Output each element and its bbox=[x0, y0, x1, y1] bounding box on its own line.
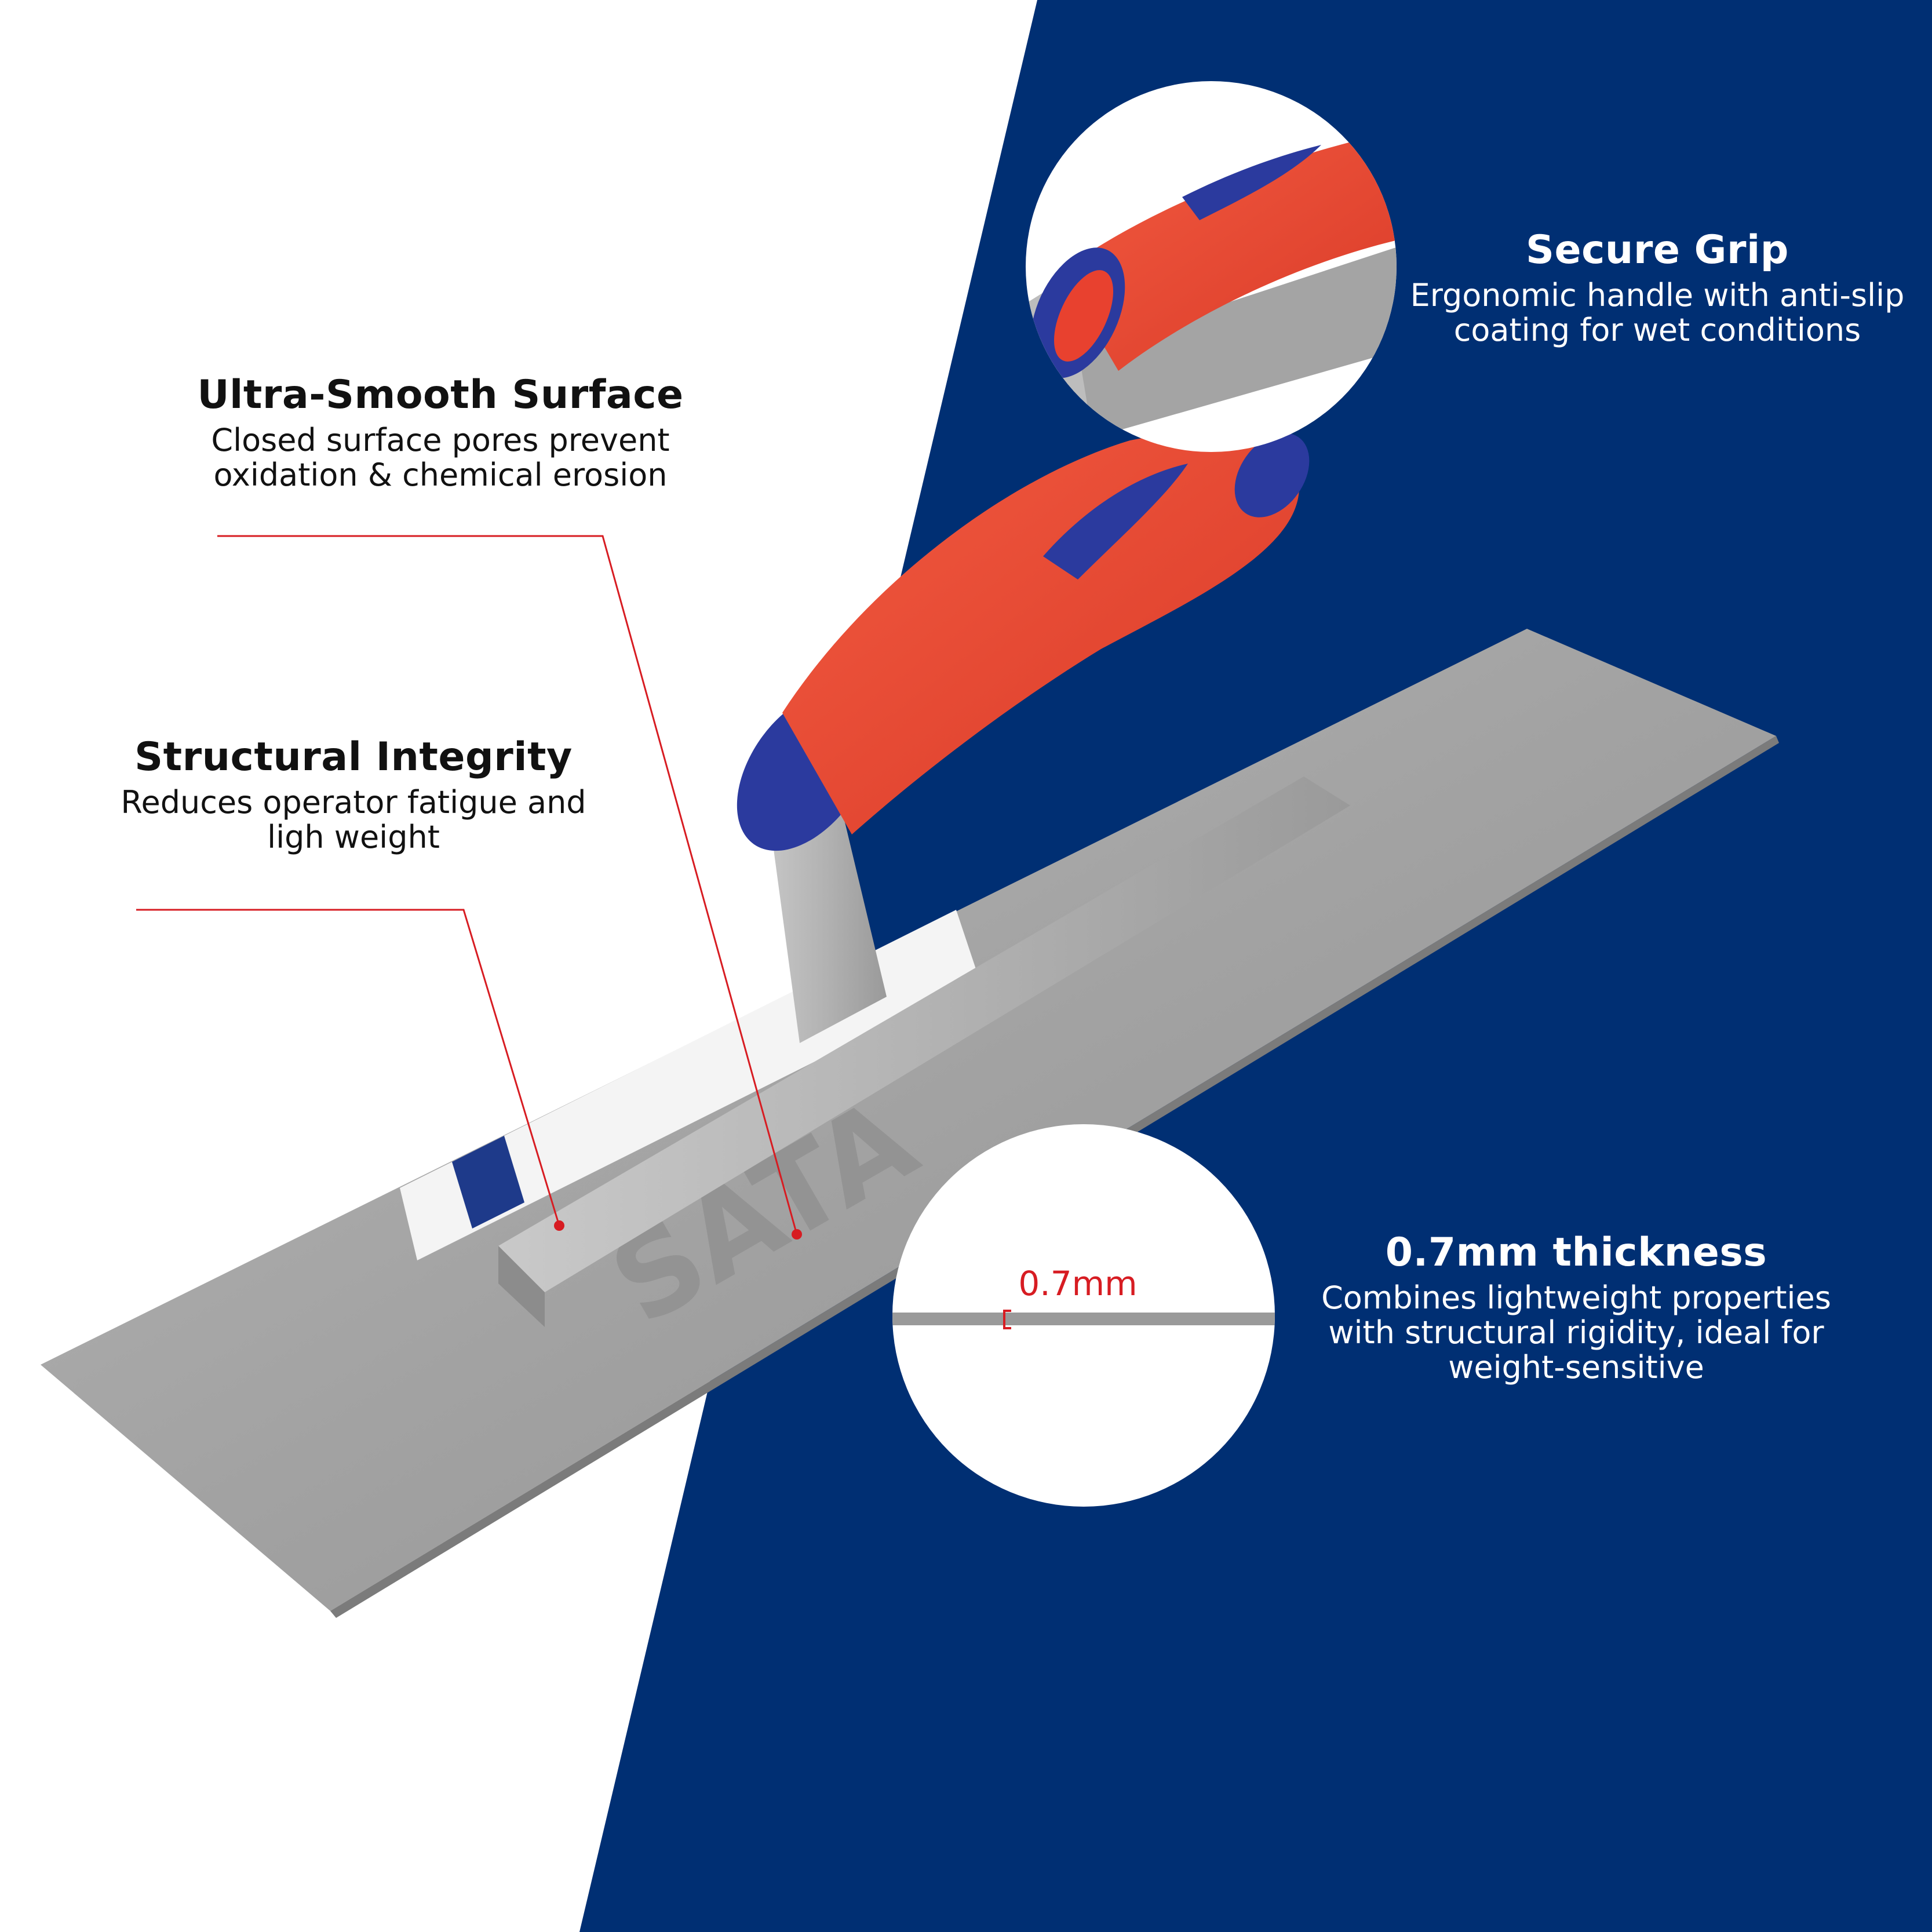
feature-thickness: 0.7mm thickness Combines lightweight pro… bbox=[1304, 1229, 1849, 1385]
label-brand-band bbox=[452, 1136, 524, 1229]
callout-dot-smooth bbox=[792, 1229, 802, 1240]
feature-title: Structural Integrity bbox=[134, 734, 573, 780]
grip-zoom-circle bbox=[1026, 81, 1397, 452]
feature-title: 0.7mm thickness bbox=[1385, 1230, 1767, 1275]
feature-description: Combines lightweight properties with str… bbox=[1321, 1280, 1831, 1386]
feature-description: Ergonomic handle with anti-slip coating … bbox=[1410, 277, 1905, 348]
feature-title: Secure Grip bbox=[1526, 227, 1789, 273]
callout-dot-structural bbox=[554, 1220, 564, 1231]
trowel-blade bbox=[41, 629, 1776, 1611]
feature-structural-integrity: Structural Integrity Reduces operator fa… bbox=[87, 733, 620, 855]
aluminium-rail bbox=[498, 777, 1350, 1292]
feature-smooth-surface: Ultra-Smooth Surface Closed surface pore… bbox=[174, 371, 707, 493]
thickness-bracket-icon bbox=[1003, 1310, 1011, 1329]
callout-line-smooth bbox=[217, 535, 798, 1235]
callout-line-structural bbox=[136, 909, 560, 1226]
feature-title: Ultra-Smooth Surface bbox=[197, 372, 684, 418]
thickness-zoom-circle bbox=[892, 1124, 1275, 1507]
blade-cross-section bbox=[892, 1313, 1275, 1325]
feature-description: Reduces operator fatigue and ligh weight bbox=[121, 784, 586, 855]
trowel-handle bbox=[737, 431, 1310, 851]
feature-description: Closed surface pores prevent oxidation &… bbox=[211, 422, 670, 493]
thickness-measure-label: 0.7mm bbox=[1018, 1264, 1138, 1303]
aluminium-rail-side bbox=[498, 1246, 545, 1327]
feature-secure-grip: Secure Grip Ergonomic handle with anti-s… bbox=[1385, 226, 1930, 348]
